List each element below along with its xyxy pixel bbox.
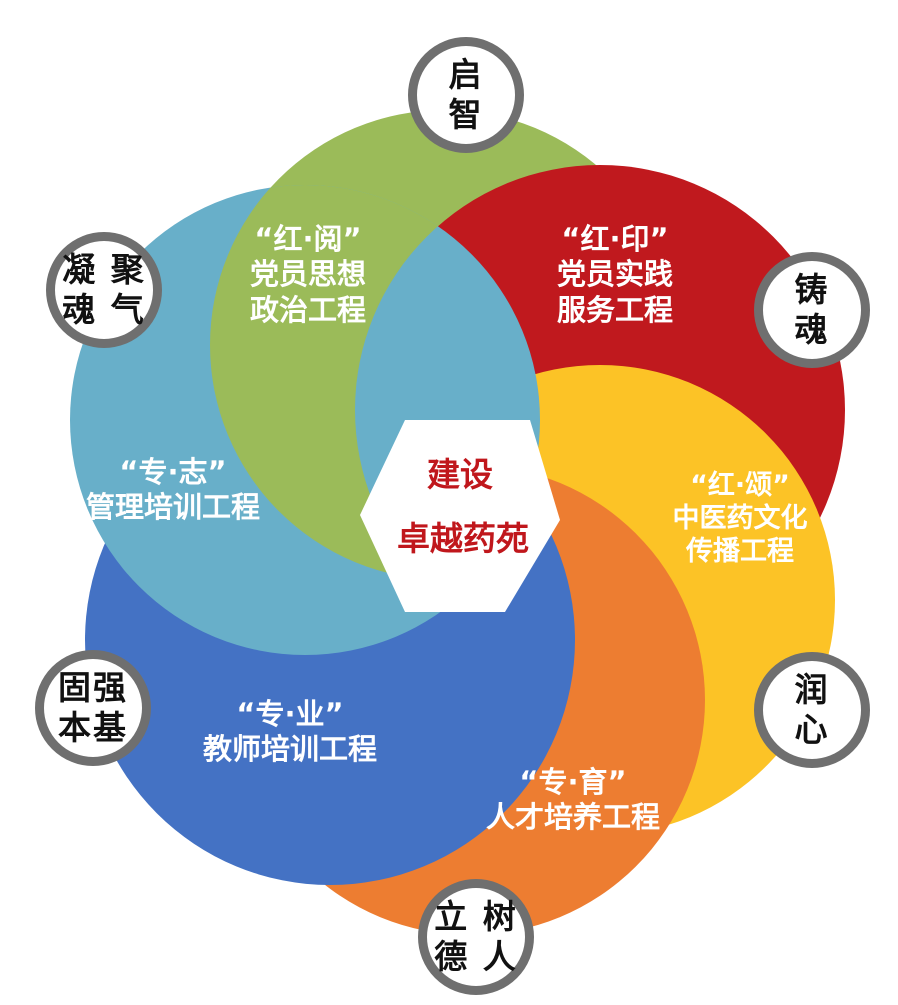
center-title-line2: 卓越药苑 bbox=[397, 519, 529, 558]
petal-label-orange: “专·育” 人才培养工程 bbox=[478, 765, 668, 836]
badge-bottom-line1: 立 树 bbox=[434, 897, 518, 937]
petal-yellow-line2: 传播工程 bbox=[686, 535, 794, 567]
badge-lower-left: 固强 本基 bbox=[35, 650, 151, 766]
petal-green-quote: “红·阅” bbox=[254, 222, 362, 256]
badge-upper-right: 铸 魂 bbox=[754, 252, 870, 368]
badge-bottom-line2: 德 人 bbox=[434, 937, 518, 976]
badge-upper-right-line2: 魂 bbox=[794, 310, 830, 349]
badge-lower-right: 润 心 bbox=[754, 652, 870, 768]
petal-orange-quote: “专·育” bbox=[519, 765, 627, 799]
petal-label-blue: “专·业” 教师培训工程 bbox=[195, 697, 385, 768]
petal-red-line1: 党员实践 bbox=[556, 257, 673, 292]
badge-upper-right-line1: 铸 bbox=[794, 270, 830, 310]
badge-top-line2: 智 bbox=[448, 95, 484, 134]
petal-blue-quote: “专·业” bbox=[236, 697, 344, 731]
petal-red-line2: 服务工程 bbox=[556, 292, 673, 327]
center-hexagon bbox=[360, 420, 560, 612]
petal-lightblue-quote: “专·志” bbox=[119, 455, 227, 489]
petal-orange-line1: 人才培养工程 bbox=[485, 800, 660, 835]
petal-red-quote: “红·印” bbox=[561, 222, 669, 256]
badge-lower-right-line1: 润 bbox=[794, 670, 830, 710]
petal-label-red: “红·印” 党员实践 服务工程 bbox=[540, 222, 690, 328]
petal-yellow-quote: “红·颂” bbox=[690, 470, 790, 501]
badge-lower-right-line2: 心 bbox=[794, 710, 830, 749]
petal-label-lightblue: “专·志” 管理培训工程 bbox=[78, 455, 268, 526]
petal-label-green: “红·阅” 党员思想 政治工程 bbox=[238, 222, 378, 328]
badge-lower-left-line2: 本基 bbox=[58, 708, 128, 747]
center-title-line1: 建设 bbox=[427, 455, 493, 494]
petal-green-line2: 政治工程 bbox=[249, 292, 366, 327]
petal-label-yellow: “红·颂” 中医药文化 传播工程 bbox=[665, 470, 815, 569]
badge-top-line1: 启 bbox=[448, 55, 484, 95]
petal-green-line1: 党员思想 bbox=[249, 257, 366, 292]
petal-lightblue-line1: 管理培训工程 bbox=[85, 490, 260, 525]
badge-upper-left-line1: 凝 聚 bbox=[62, 250, 146, 290]
badge-lower-left-line1: 固强 bbox=[58, 668, 128, 708]
badge-upper-left-line2: 魂 气 bbox=[62, 290, 146, 329]
badge-upper-left: 凝 聚 魂 气 bbox=[46, 232, 162, 348]
badge-bottom: 立 树 德 人 bbox=[418, 879, 534, 995]
petal-yellow-line1: 中医药文化 bbox=[672, 502, 808, 534]
petal-blue-line1: 教师培训工程 bbox=[202, 732, 377, 767]
badge-top: 启 智 bbox=[408, 37, 524, 153]
